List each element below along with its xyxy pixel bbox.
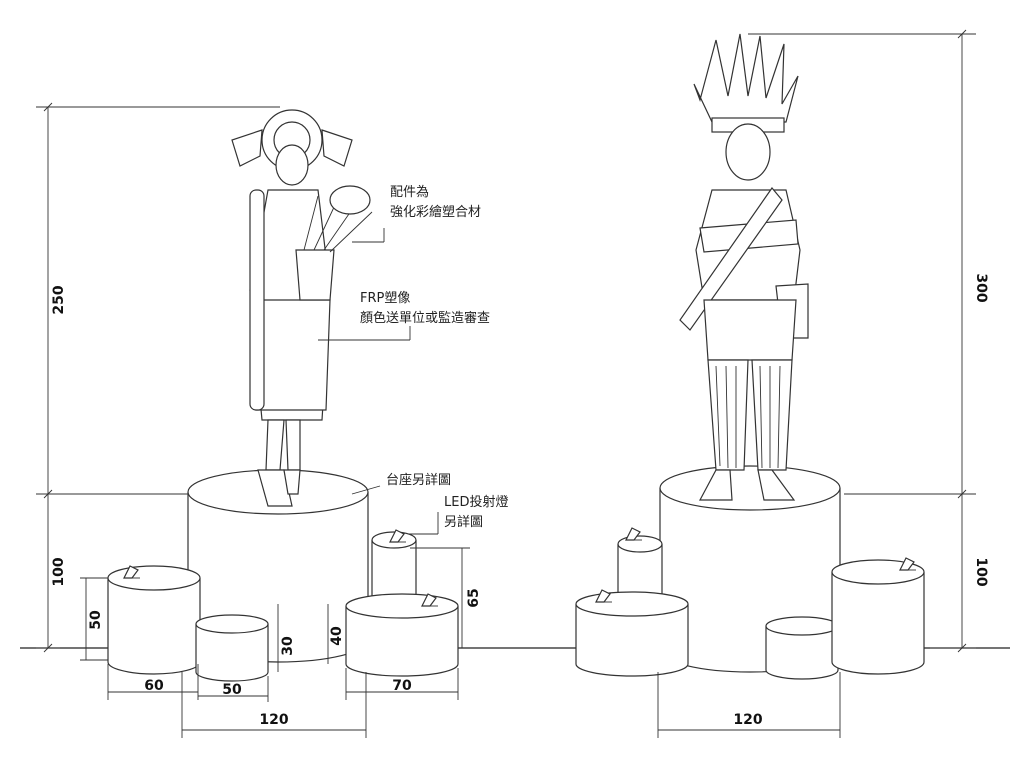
led-lamp-icon [625, 527, 642, 541]
dim-left-w50: 50 [222, 682, 242, 698]
label-accessories-line2: 強化彩繪塑合材 [390, 204, 481, 220]
label-base-detail: 台座另詳圖 [386, 472, 451, 488]
dim-left-30: 30 [280, 636, 296, 656]
label-frp-line2: 顏色送單位或監造審查 [360, 310, 490, 326]
led-lamp-icon [595, 589, 612, 603]
left-drum-50 [195, 614, 269, 682]
left-drum-60 [107, 565, 201, 675]
dim-left-w70: 70 [392, 678, 412, 694]
label-accessories-line1: 配件為 [390, 184, 429, 200]
label-frp-line1: FRP塑像 [360, 291, 410, 306]
right-statue-figure [679, 33, 809, 501]
led-lamp-icon [899, 557, 916, 571]
dim-left-w120: 120 [259, 712, 288, 728]
dim-left-40: 40 [329, 626, 345, 646]
led-lamp-icon [123, 565, 140, 579]
label-led-line2: 另詳圖 [444, 514, 483, 530]
dim-left-50: 50 [88, 610, 104, 630]
right-drum-small [765, 616, 839, 680]
dim-left-65: 65 [466, 588, 482, 607]
right-drum-right [831, 559, 925, 675]
led-lamp-icon [421, 593, 438, 607]
dim-left-w60: 60 [144, 678, 164, 694]
label-led-line1: LED投射燈 [444, 494, 508, 510]
dim-right-100: 100 [973, 557, 989, 586]
dim-right-w120: 120 [733, 712, 762, 728]
left-statue-figure [231, 109, 373, 507]
dim-right-300: 300 [973, 273, 989, 302]
led-lamp-icon [389, 529, 406, 543]
dim-left-250: 250 [51, 285, 67, 314]
right-drum-front-left [575, 591, 689, 677]
left-drum-70 [345, 593, 459, 677]
dim-left-100: 100 [51, 557, 67, 586]
